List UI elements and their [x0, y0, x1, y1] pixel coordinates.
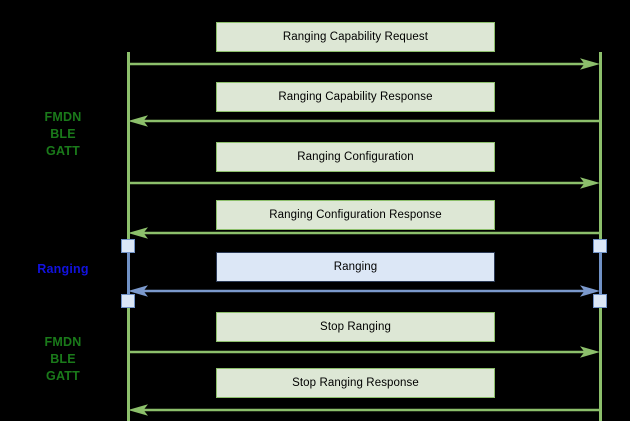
message-box-stop-ranging-response: Stop Ranging Response: [216, 368, 495, 398]
phase-label-line: Ranging: [37, 262, 89, 276]
phase-label-line: FMDN: [44, 335, 82, 349]
message-box-ranging-configuration: Ranging Configuration: [216, 142, 495, 172]
activation-box-left-start: [121, 239, 135, 253]
message-box-ranging-configuration-response: Ranging Configuration Response: [216, 200, 495, 230]
phase-label-line: GATT: [46, 144, 80, 158]
phase-label-fmdn-top: FMDN BLE GATT: [18, 109, 108, 160]
activation-line-right: [599, 246, 602, 300]
lifeline-right: [599, 52, 602, 421]
activation-box-right-end: [593, 294, 607, 308]
message-arrow-stop-ranging: [128, 345, 600, 359]
message-box-stop-ranging: Stop Ranging: [216, 312, 495, 342]
message-arrow-ranging-capability-request: [128, 57, 600, 71]
phase-label-line: GATT: [46, 369, 80, 383]
phase-label-ranging: Ranging: [18, 261, 108, 278]
message-arrow-ranging-bidirectional: [128, 284, 600, 298]
message-box-ranging-capability-response: Ranging Capability Response: [216, 82, 495, 112]
phase-label-line: BLE: [50, 127, 76, 141]
lifeline-left: [127, 52, 130, 421]
phase-label-line: BLE: [50, 352, 76, 366]
activation-box-left-end: [121, 294, 135, 308]
phase-label-line: FMDN: [44, 110, 82, 124]
phase-label-fmdn-bottom: FMDN BLE GATT: [18, 334, 108, 385]
message-arrow-ranging-capability-response: [128, 114, 600, 128]
message-arrow-ranging-configuration: [128, 176, 600, 190]
message-arrow-ranging-configuration-response: [128, 226, 600, 240]
message-box-ranging: Ranging: [216, 252, 495, 282]
activation-box-right-start: [593, 239, 607, 253]
message-arrow-stop-ranging-response: [128, 403, 600, 417]
message-box-ranging-capability-request: Ranging Capability Request: [216, 22, 495, 52]
activation-line-left: [127, 246, 130, 300]
